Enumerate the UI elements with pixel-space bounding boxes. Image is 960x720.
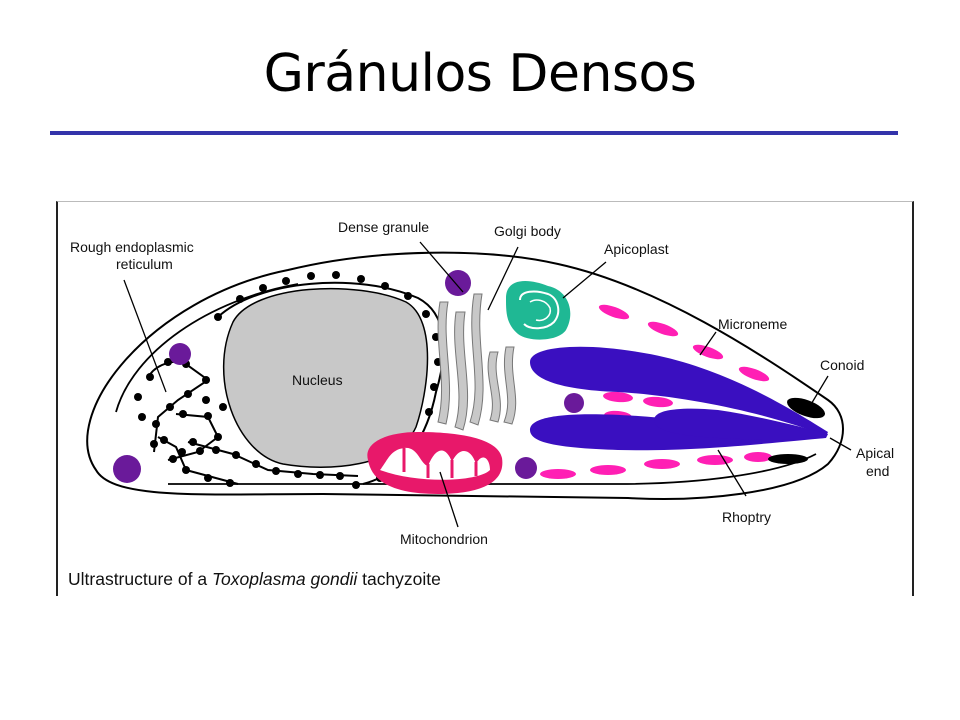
caption-suffix: tachyzoite [357, 569, 441, 589]
label-rhoptry: Rhoptry [722, 509, 771, 525]
caption-species: Toxoplasma gondii [212, 569, 358, 589]
dense-granule [169, 343, 191, 365]
micronemes [540, 304, 772, 479]
label-dense-granule: Dense granule [338, 219, 429, 235]
toxoplasma-diagram: Nucleus [56, 201, 914, 596]
dense-granule [113, 455, 141, 483]
golgi-body [437, 293, 517, 431]
nucleus-shape [223, 287, 429, 468]
conoid [787, 397, 825, 419]
label-rough-er-2: reticulum [116, 256, 173, 272]
slide-title: Gránulos Densos [263, 44, 697, 104]
dense-granules [113, 270, 584, 483]
title-divider [50, 131, 898, 135]
label-nucleus: Nucleus [292, 372, 343, 388]
dense-granule [445, 270, 471, 296]
label-mitochondrion: Mitochondrion [400, 531, 488, 547]
label-conoid: Conoid [820, 357, 864, 373]
dense-granule [515, 457, 537, 479]
figure-caption: Ultrastructure of a Toxoplasma gondii ta… [68, 569, 441, 589]
leader-lines [123, 241, 852, 528]
label-apical-end-2: end [866, 463, 889, 479]
conoid-lower [768, 454, 808, 464]
label-golgi-body: Golgi body [494, 223, 561, 239]
caption-prefix: Ultrastructure of a [68, 569, 212, 589]
label-microneme: Microneme [718, 316, 787, 332]
label-rough-er: Rough endoplasmic [70, 239, 194, 255]
dense-granule [564, 393, 584, 413]
label-apical-end: Apical [856, 445, 894, 461]
label-apicoplast: Apicoplast [604, 241, 669, 257]
rhoptries [530, 346, 828, 451]
